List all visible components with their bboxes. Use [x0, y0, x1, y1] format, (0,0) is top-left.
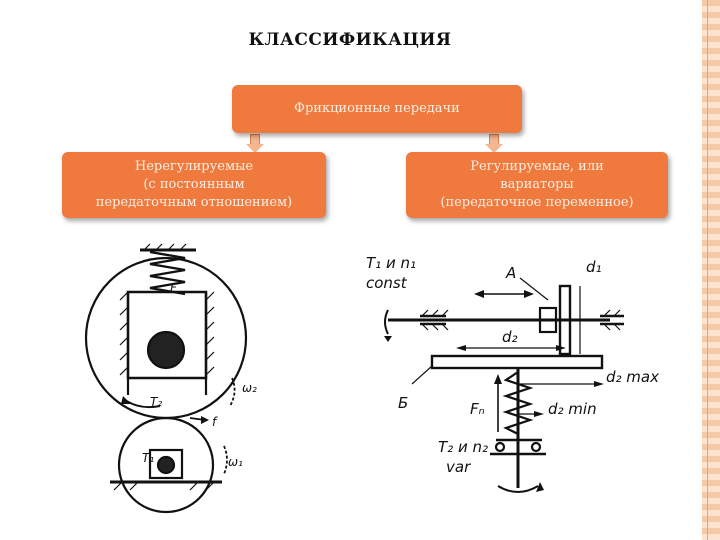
- omega1-arrow: [223, 445, 228, 475]
- right-line-1: Регулируемые, или: [470, 159, 604, 174]
- left-line-1: Нерегулируемые: [134, 159, 254, 174]
- label-F: F: [170, 281, 178, 295]
- left-node: Нерегулируемые (с постоянным передаточны…: [62, 152, 326, 218]
- left-line-2: (с постоянным: [143, 177, 245, 192]
- right-line-2: вариаторы: [500, 177, 574, 192]
- lower-shaft: [156, 455, 176, 475]
- root-label: Фрикционные передачи: [294, 101, 460, 116]
- top-spring: [149, 250, 186, 296]
- label-f: f: [212, 415, 218, 429]
- omega2-arrow: [229, 377, 236, 407]
- root-node: Фрикционные передачи: [232, 85, 522, 133]
- label-T1: T₁: [142, 451, 154, 465]
- label-w2: ω₂: [242, 381, 257, 395]
- decorative-border-line: [707, 0, 708, 540]
- label-w1: ω₁: [228, 455, 243, 469]
- small-wheel: [117, 416, 215, 514]
- right-node: Регулируемые, или вариаторы (передаточно…: [406, 152, 668, 218]
- page-title: КЛАССИФИКАЦИЯ: [248, 30, 452, 50]
- right-line-3: (передаточное переменное): [440, 195, 634, 210]
- decorative-border: [702, 0, 720, 540]
- left-line-3: передаточным отношением): [95, 195, 293, 210]
- label-T2: T₂: [150, 395, 162, 409]
- upper-shaft: [146, 330, 186, 370]
